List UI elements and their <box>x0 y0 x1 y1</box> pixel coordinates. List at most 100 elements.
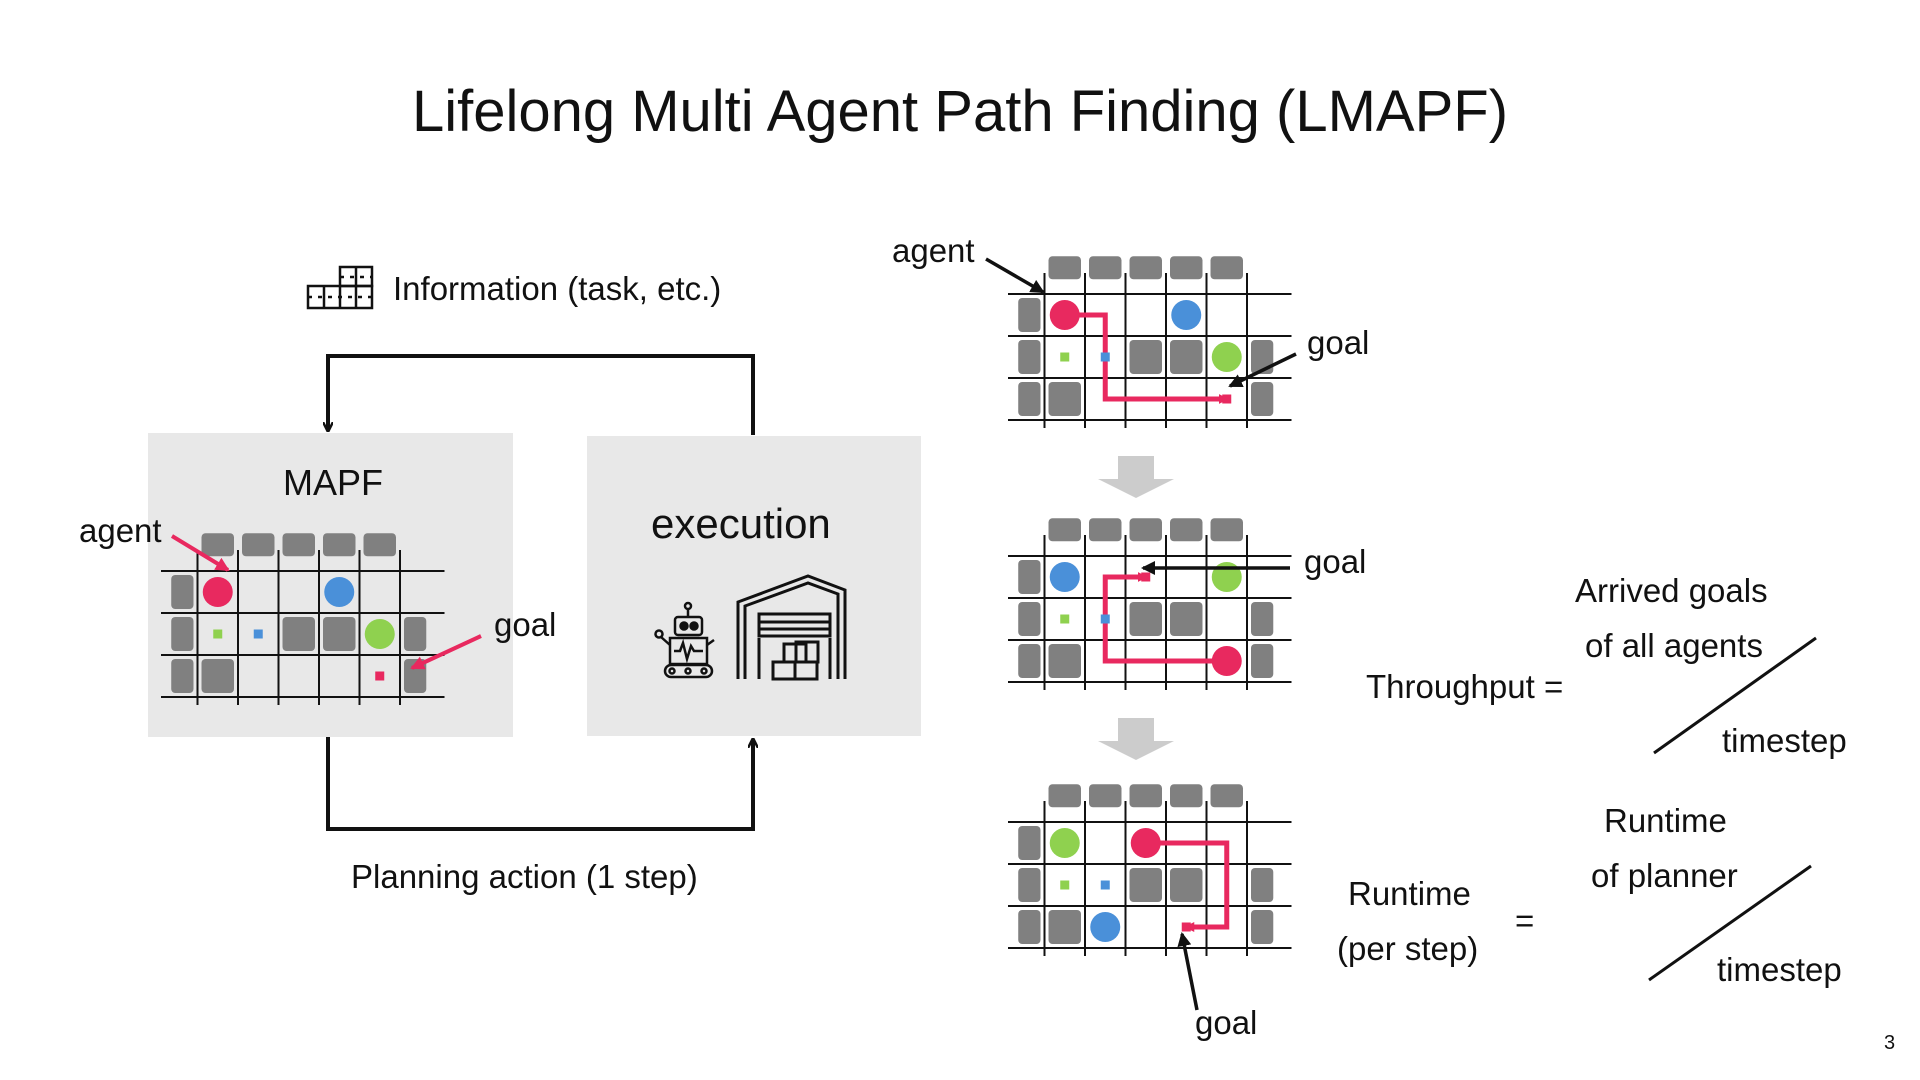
goal-marker <box>1222 394 1232 404</box>
goal-marker-small <box>1060 614 1070 624</box>
obstacle <box>1089 256 1122 280</box>
agent-circle <box>364 619 395 649</box>
goal-marker-small <box>253 629 263 639</box>
info-loop-arrow <box>328 354 755 435</box>
obstacle <box>1129 340 1162 374</box>
obstacle <box>1048 382 1081 416</box>
obstacle <box>1018 340 1041 374</box>
step1-goal-label: goal <box>1307 324 1370 361</box>
step3-goal-pointer <box>1177 932 1199 1011</box>
runtime-label-line1: Runtime <box>1348 875 1471 912</box>
obstacle <box>1210 518 1243 542</box>
goal-marker <box>375 671 385 681</box>
obstacle <box>1018 910 1041 944</box>
obstacle <box>1018 868 1041 902</box>
obstacle <box>1251 340 1274 374</box>
obstacle <box>1048 644 1081 678</box>
step1-agent-label: agent <box>892 232 975 269</box>
execution-title: execution <box>651 500 831 547</box>
obstacle <box>171 659 194 693</box>
mapf-agent-pointer <box>170 534 230 572</box>
agent-circle <box>1090 912 1121 942</box>
agent-circle <box>1049 300 1080 330</box>
goal-marker-small <box>1060 880 1070 890</box>
goal-marker-small <box>1100 614 1110 624</box>
runtime-numerator-line1: Runtime <box>1604 802 1727 839</box>
transition-arrow-1 <box>1098 456 1174 498</box>
obstacle <box>1129 518 1162 542</box>
obstacle <box>1048 518 1081 542</box>
step1-agent-pointer <box>985 257 1045 294</box>
goal-marker <box>1141 572 1151 582</box>
agent-circle <box>1211 646 1242 676</box>
mapf-title: MAPF <box>283 462 384 503</box>
agent-circle <box>1171 300 1202 330</box>
obstacle <box>242 533 275 557</box>
obstacle <box>323 533 356 557</box>
throughput-denominator: timestep <box>1722 722 1847 759</box>
agent-circle <box>1049 562 1080 592</box>
throughput-numerator-line2: of all agents <box>1585 627 1763 664</box>
obstacle <box>201 533 234 557</box>
obstacle <box>1251 602 1274 636</box>
obstacle <box>1018 382 1041 416</box>
warehouse-icon <box>736 574 847 681</box>
obstacle <box>1170 340 1203 374</box>
runtime-numerator-line2: of planner <box>1591 857 1738 894</box>
agent-circle <box>1211 342 1242 372</box>
runtime-fraction-bar <box>1648 864 1812 982</box>
grid-step-3 <box>1008 784 1292 956</box>
obstacle <box>1018 298 1041 332</box>
planning-label: Planning action (1 step) <box>351 858 698 895</box>
obstacle <box>1018 560 1041 594</box>
obstacle <box>1048 784 1081 808</box>
agent-path <box>1145 840 1230 932</box>
obstacle <box>1170 256 1203 280</box>
robot-icon <box>654 601 715 679</box>
mapf-goal-pointer <box>410 634 482 670</box>
step2-goal-label: goal <box>1304 543 1367 580</box>
obstacle <box>1251 644 1274 678</box>
obstacle <box>363 533 396 557</box>
grid-step-1 <box>1008 256 1292 428</box>
obstacle <box>201 659 234 693</box>
goal-marker-small <box>1060 352 1070 362</box>
throughput-label: Throughput = <box>1366 668 1564 705</box>
obstacle <box>171 575 194 609</box>
obstacle <box>1018 602 1041 636</box>
goal-marker-small <box>1100 880 1110 890</box>
mapf-goal-label: goal <box>494 606 557 643</box>
page-number: 3 <box>1884 1032 1896 1054</box>
step1-goal-pointer <box>1228 352 1297 388</box>
planning-loop-arrow <box>326 737 753 831</box>
obstacle <box>1018 826 1041 860</box>
agent-circle <box>1130 828 1161 858</box>
obstacle <box>1129 256 1162 280</box>
execution-panel <box>587 436 921 736</box>
goal-marker <box>1181 922 1191 932</box>
boxes-icon <box>306 265 374 310</box>
agent-circle <box>1049 828 1080 858</box>
obstacle <box>1170 518 1203 542</box>
obstacle <box>1251 868 1274 902</box>
obstacle <box>1048 256 1081 280</box>
obstacle <box>1018 644 1041 678</box>
obstacle <box>1170 868 1203 902</box>
obstacle <box>1129 784 1162 808</box>
obstacle <box>404 617 427 651</box>
obstacle <box>1089 784 1122 808</box>
obstacle <box>1251 382 1274 416</box>
agent-circle <box>202 577 233 607</box>
grid-step-2 <box>1008 518 1292 690</box>
obstacle <box>1129 868 1162 902</box>
obstacle <box>1048 910 1081 944</box>
info-label: Information (task, etc.) <box>393 270 722 307</box>
obstacle <box>1170 784 1203 808</box>
agent-circle <box>324 577 355 607</box>
throughput-numerator-line1: Arrived goals <box>1575 572 1768 609</box>
obstacle <box>1089 518 1122 542</box>
runtime-equals: = <box>1515 902 1535 939</box>
obstacle <box>1129 602 1162 636</box>
obstacle <box>323 617 356 651</box>
obstacle <box>1251 910 1274 944</box>
